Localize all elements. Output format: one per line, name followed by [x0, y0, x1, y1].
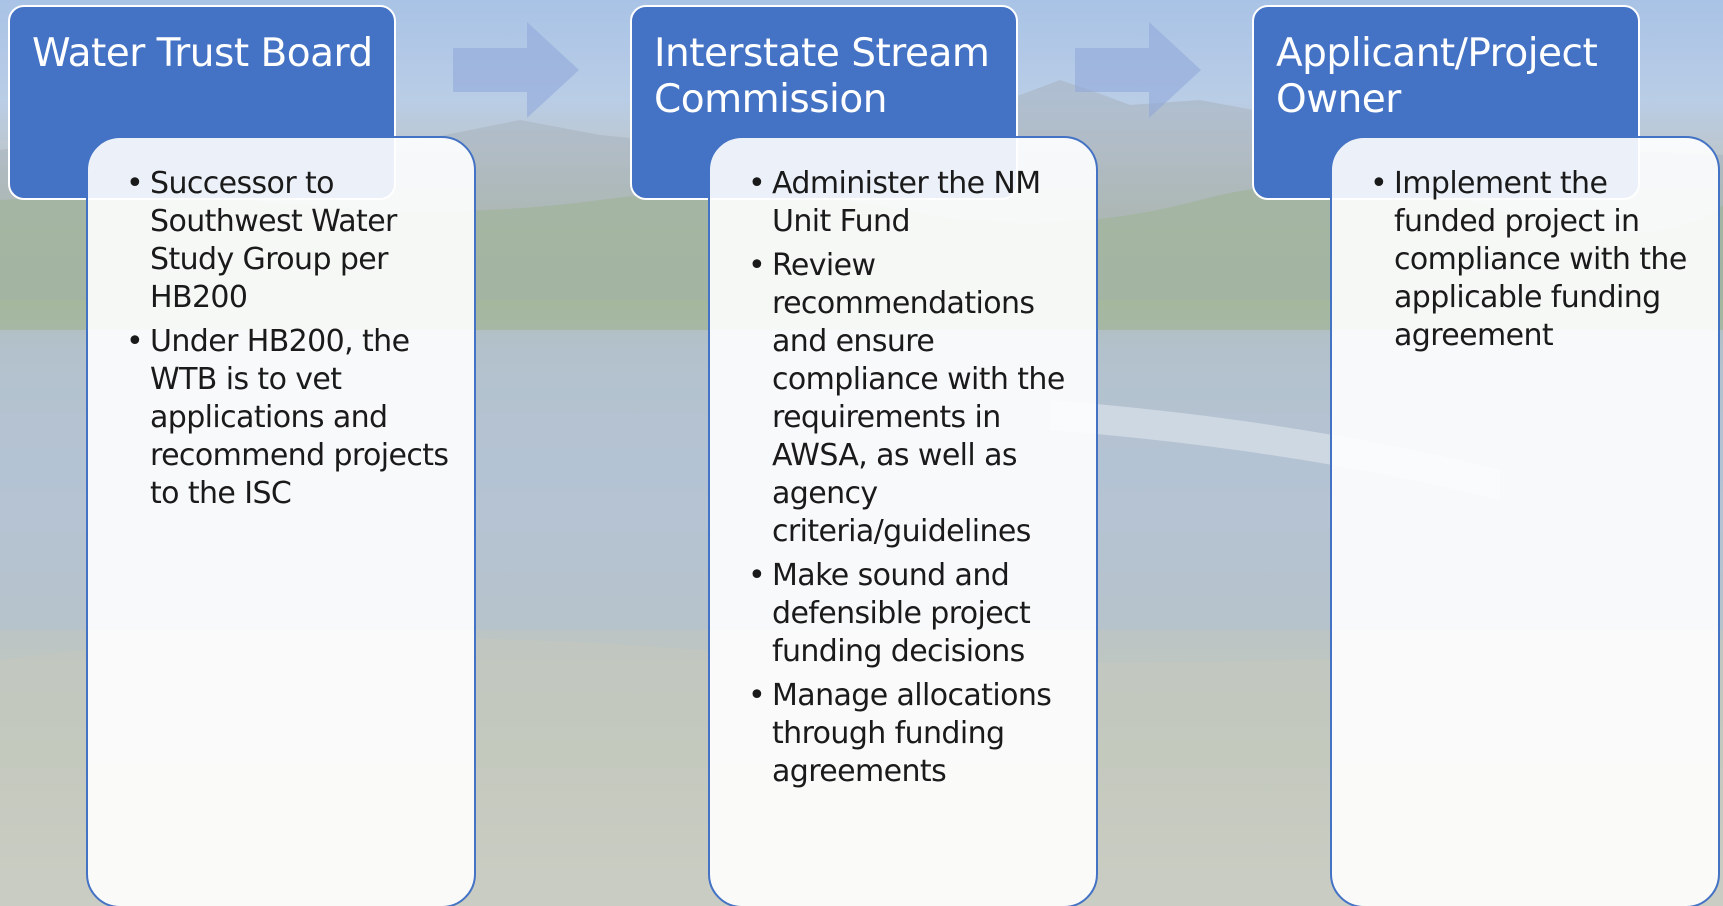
bullet-text: Manage allocations through funding agree… [772, 678, 1052, 789]
bullet-icon: • [126, 166, 144, 201]
bullet-icon: • [748, 558, 766, 593]
detail-box: •Administer the NM Unit Fund •Review rec… [708, 136, 1098, 906]
bullet-item: •Manage allocations through funding agre… [748, 677, 1080, 791]
bullet-icon: • [748, 248, 766, 283]
detail-box: •Successor to Southwest Water Study Grou… [86, 136, 476, 906]
column-water-trust-board: Water Trust Board •Successor to Southwes… [8, 0, 558, 906]
bullet-text: Administer the NM Unit Fund [772, 166, 1041, 239]
column-title: Applicant/Project Owner [1276, 31, 1598, 122]
bullet-icon: • [748, 678, 766, 713]
bullet-text: Review recommendations and ensure compli… [772, 248, 1065, 549]
bullet-list: •Successor to Southwest Water Study Grou… [88, 138, 474, 513]
column-title: Water Trust Board [32, 31, 373, 76]
column-title: Interstate Stream Commission [654, 31, 990, 122]
flow-arrow-2 [1075, 22, 1201, 118]
bullet-list: •Administer the NM Unit Fund •Review rec… [710, 138, 1096, 791]
flow-arrow-1 [453, 22, 579, 118]
bullet-icon: • [748, 166, 766, 201]
bullet-icon: • [1370, 166, 1388, 201]
bullet-text: Implement the funded project in complian… [1394, 166, 1687, 353]
bullet-item: •Administer the NM Unit Fund [748, 165, 1080, 241]
bullet-icon: • [126, 324, 144, 359]
bullet-item: •Review recommendations and ensure compl… [748, 247, 1080, 551]
bullet-text: Under HB200, the WTB is to vet applicati… [150, 324, 449, 511]
bullet-item: •Make sound and defensible project fundi… [748, 557, 1080, 671]
bullet-text: Successor to Southwest Water Study Group… [150, 166, 397, 315]
detail-box: •Implement the funded project in complia… [1330, 136, 1720, 906]
bullet-item: •Implement the funded project in complia… [1370, 165, 1702, 355]
bullet-item: •Under HB200, the WTB is to vet applicat… [126, 323, 458, 513]
bullet-item: •Successor to Southwest Water Study Grou… [126, 165, 458, 317]
bullet-text: Make sound and defensible project fundin… [772, 558, 1031, 669]
bullet-list: •Implement the funded project in complia… [1332, 138, 1718, 355]
column-applicant-project-owner: Applicant/Project Owner •Implement the f… [1252, 0, 1723, 906]
column-interstate-stream-commission: Interstate Stream Commission •Administer… [630, 0, 1180, 906]
